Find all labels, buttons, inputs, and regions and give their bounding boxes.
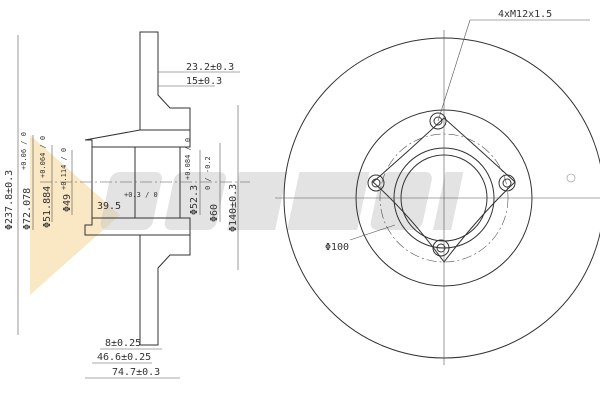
dim-140: Φ140±0.3	[228, 184, 239, 232]
dim-thread: 4xM12x1.5	[498, 9, 552, 20]
dim-52-3-tol: +0.084 / 0	[184, 138, 192, 180]
dim-51-tol: +0.064 / 0	[39, 136, 47, 178]
dim-49: Φ49	[62, 194, 73, 212]
section-view: Φ237.8±0.3 Φ72.078 +0.06 / 0 Φ51.884 +0.…	[4, 31, 250, 379]
dim-pcd: Φ100	[325, 242, 349, 253]
front-view: 4xM12x1.5 Φ100	[275, 9, 600, 365]
dim-72-tol: +0.06 / 0	[20, 132, 28, 170]
dim-39-5: 39.5	[97, 201, 121, 212]
brand-watermark-logo	[30, 135, 576, 295]
dim-46-6: 46.6±0.25	[97, 352, 151, 363]
dim-49-tol: +0.114 / 0	[60, 148, 68, 190]
dim-60: Φ60	[209, 204, 220, 222]
dim-72: Φ72.078	[22, 188, 33, 230]
hub-section	[84, 129, 191, 148]
bolt-holes	[367, 112, 516, 257]
dim-52-3: Φ52.3	[189, 185, 200, 215]
dim-23-2: 23.2±0.3	[186, 62, 234, 73]
dim-51: Φ51.884	[42, 186, 53, 228]
dim-39-5-tol: +0.3 / 0	[124, 191, 158, 199]
dim-outer-diameter: Φ237.8±0.3	[4, 170, 15, 230]
rotor-section	[139, 31, 191, 131]
dim-60-tol: 0 / -0.2	[204, 156, 212, 190]
dim-8: 8±0.25	[105, 338, 141, 349]
dim-15: 15±0.3	[186, 76, 222, 87]
dim-74-7: 74.7±0.3	[112, 367, 160, 378]
